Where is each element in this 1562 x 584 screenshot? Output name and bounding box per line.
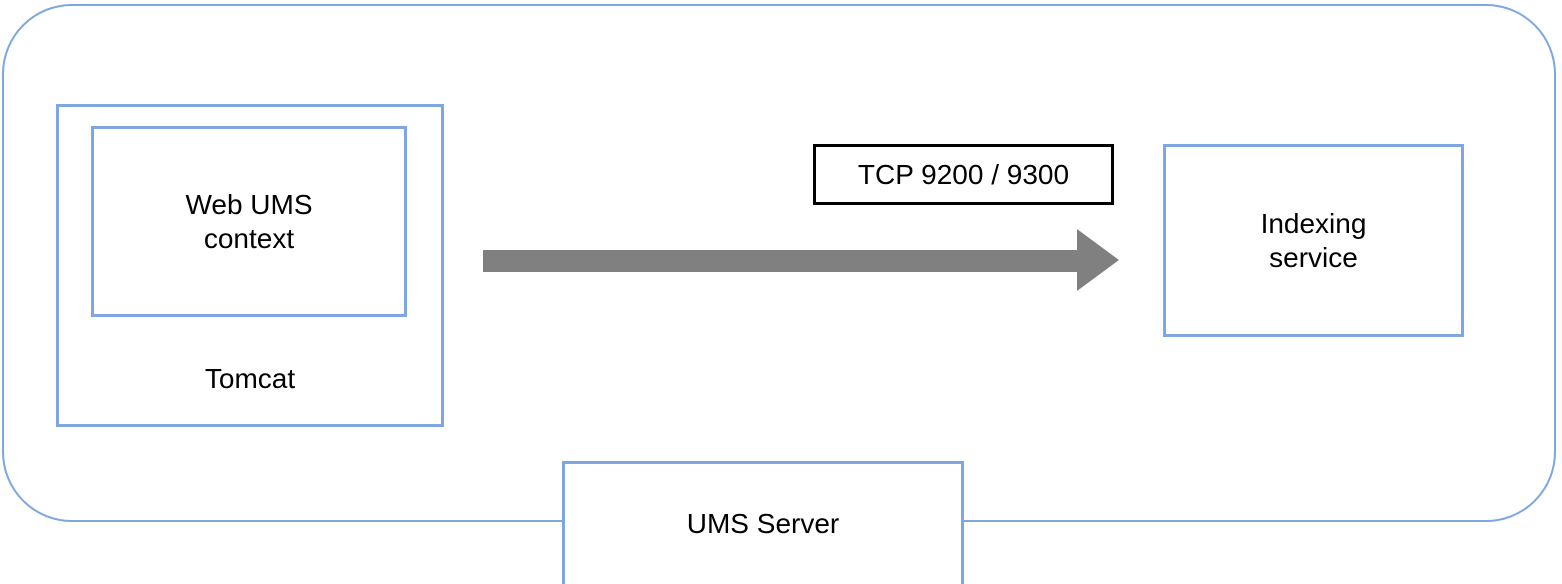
node-indexing-service[interactable]: Indexing service bbox=[1163, 144, 1464, 337]
node-web-ums-context-label: Web UMS context bbox=[185, 188, 313, 254]
node-ums-server[interactable]: UMS Server bbox=[562, 461, 964, 584]
node-tomcat-label: Tomcat bbox=[204, 363, 296, 394]
node-ums-server-label: UMS Server bbox=[686, 508, 840, 539]
arrow-right-icon bbox=[483, 229, 1119, 291]
edge-label-tcp-ports-text: TCP 9200 / 9300 bbox=[857, 158, 1070, 190]
node-web-ums-context[interactable]: Web UMS context bbox=[91, 126, 407, 317]
arrow-tomcat-to-indexing-service bbox=[483, 228, 1120, 292]
edge-label-tcp-ports: TCP 9200 / 9300 bbox=[813, 144, 1114, 205]
node-indexing-service-label: Indexing service bbox=[1260, 207, 1367, 273]
